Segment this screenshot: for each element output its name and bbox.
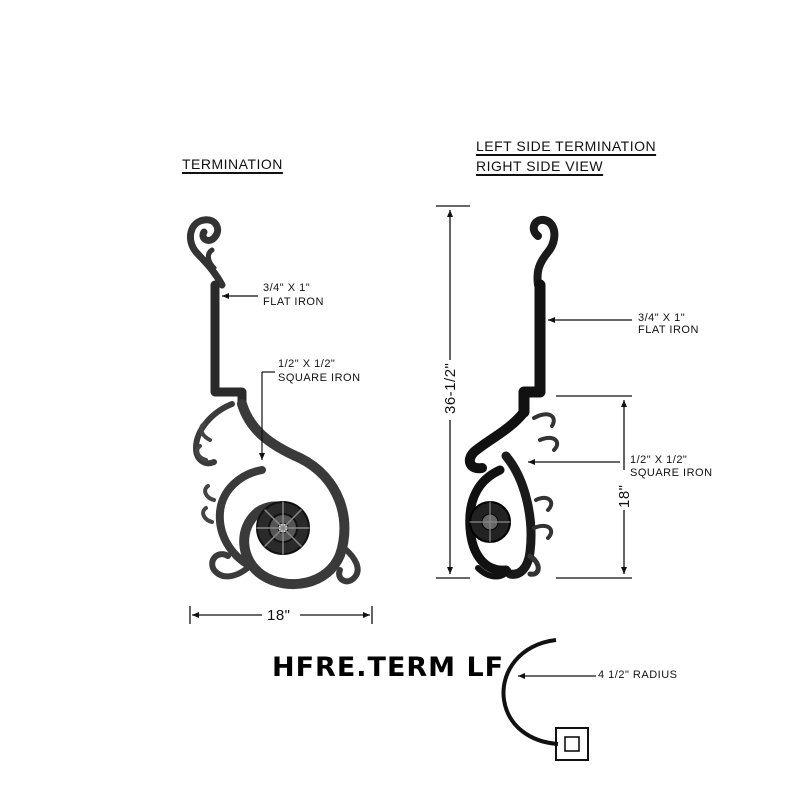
height-dimension-label: 36-1/2" xyxy=(442,362,459,414)
side-height-dimension-label: 18" xyxy=(616,484,633,508)
termination-title: TERMINATION xyxy=(182,156,283,172)
left-leaders xyxy=(222,293,275,460)
right-flat-iron-size: 3/4" X 1" xyxy=(638,312,686,324)
radius-label: 4 1/2" RADIUS xyxy=(598,669,678,681)
right-side-view-title: RIGHT SIDE VIEW xyxy=(476,158,604,174)
flat-bar xyxy=(210,280,247,409)
left-flat-iron-size: 3/4" X 1" xyxy=(263,282,311,294)
side-flat-bar xyxy=(518,279,546,418)
radius-detail xyxy=(501,638,596,761)
termination-side-view xyxy=(464,216,560,580)
left-side-termination-title: LEFT SIDE TERMINATION xyxy=(476,138,657,154)
width-dimension xyxy=(189,606,373,624)
left-flat-iron-label: FLAT IRON xyxy=(263,296,324,308)
termination-front-view xyxy=(186,216,361,590)
left-square-iron-label: SQUARE IRON xyxy=(278,372,361,384)
right-square-iron-label: SQUARE IRON xyxy=(630,467,713,479)
right-leaders xyxy=(528,317,632,465)
side-top-scroll xyxy=(529,216,559,289)
left-square-iron-size: 1/2" X 1/2" xyxy=(278,358,336,370)
height-dimension xyxy=(436,205,470,579)
right-flat-iron-label: FLAT IRON xyxy=(638,324,699,336)
right-square-iron-size: 1/2" X 1/2" xyxy=(630,454,688,466)
side-height-dimension xyxy=(556,395,632,579)
width-dimension-label: 18" xyxy=(267,607,291,624)
model-number: HFRE.TERM LF xyxy=(272,652,505,683)
top-scroll xyxy=(186,216,226,289)
main-scroll xyxy=(237,399,350,590)
